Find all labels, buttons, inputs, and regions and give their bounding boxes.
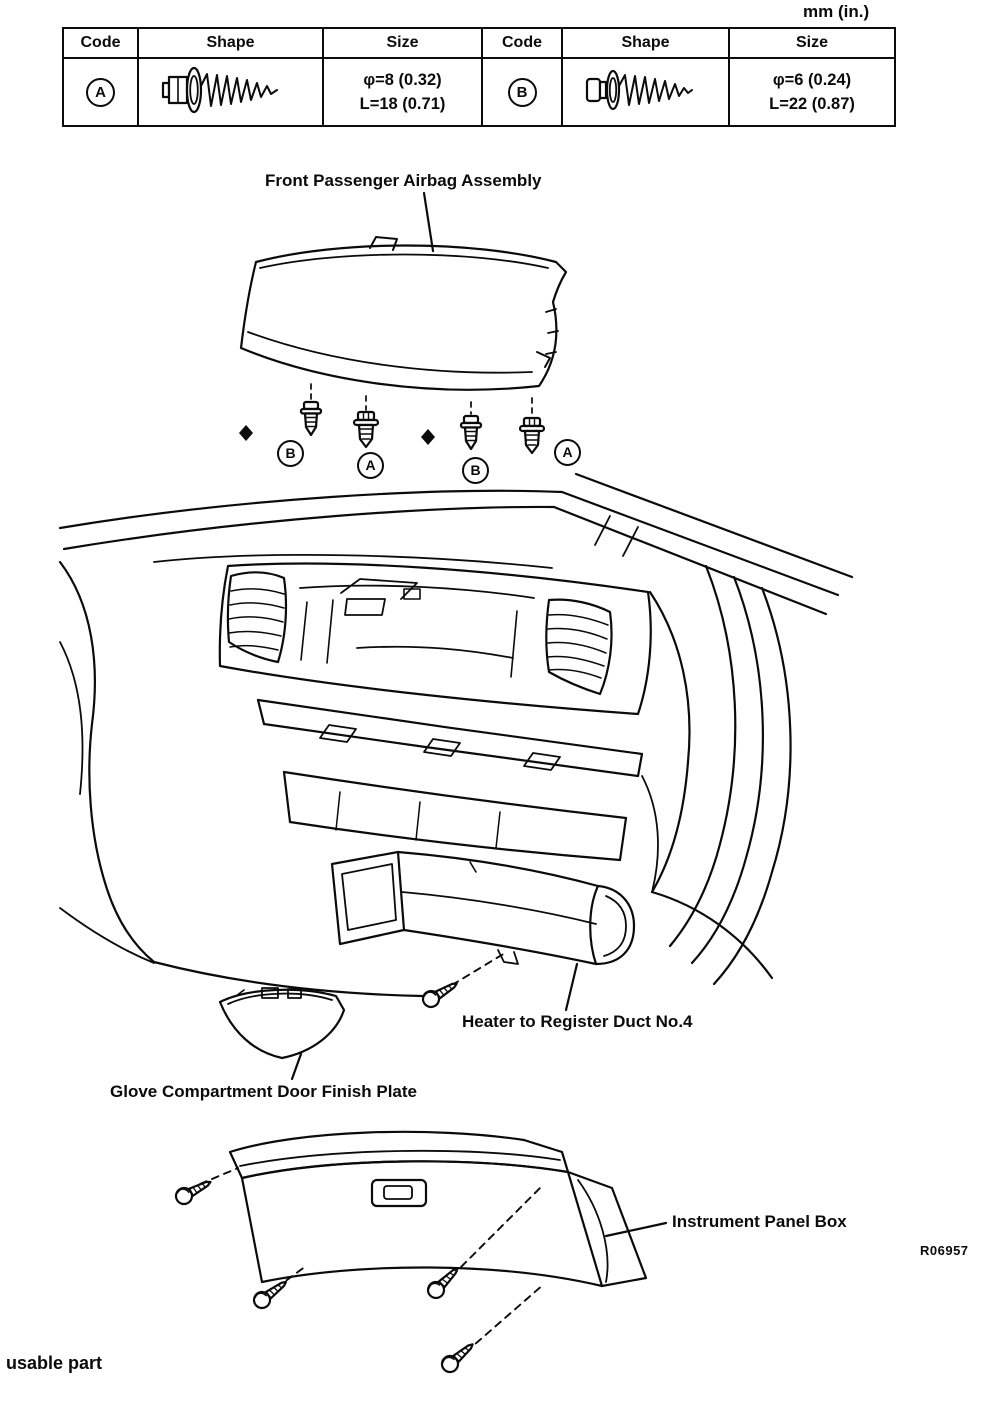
screw-3: [426, 1267, 459, 1300]
airbag-assembly-drawing: [239, 236, 568, 391]
callout-a-2: A: [554, 439, 581, 466]
instrument-panel-box-screws: [174, 1167, 545, 1374]
size-a-line1: φ=8 (0.32): [363, 71, 442, 89]
fastener-table-body-row: A φ=8 (0.32) L=18 (0.71): [62, 57, 896, 127]
size-a-cell: φ=8 (0.32) L=18 (0.71): [322, 57, 483, 127]
callout-b-2: B: [462, 457, 489, 484]
duct-screw: [421, 952, 506, 1009]
size-b-cell: φ=6 (0.24) L=22 (0.87): [728, 57, 896, 127]
bolt-a-1: [352, 410, 380, 449]
code-b-badge: B: [507, 77, 537, 107]
reusable-diamond-1: [239, 425, 253, 441]
code-a-badge: A: [86, 77, 115, 107]
heater-duct-drawing: [330, 850, 636, 966]
header-size-left: Size: [322, 27, 483, 59]
units-label: mm (in.): [803, 2, 870, 21]
callout-a-1: A: [357, 452, 384, 479]
header-size-right: Size: [728, 27, 896, 59]
instrument-panel-box-drawing: [228, 1130, 648, 1288]
label-airbag-assembly: Front Passenger Airbag Assembly: [265, 171, 542, 190]
leader-lines: [290, 191, 668, 1238]
shape-b-cell: [561, 57, 730, 127]
screw-4: [440, 1343, 474, 1374]
fastener-table-header-row: Code Shape Size Code Shape Size: [62, 27, 896, 59]
size-b-line1: φ=6 (0.24): [772, 71, 852, 89]
code-b-cell: B: [481, 57, 563, 127]
label-instrument-panel-box: Instrument Panel Box: [672, 1212, 847, 1231]
dashboard-drawing: [58, 472, 854, 998]
size-a-line2: L=18 (0.71): [359, 95, 446, 113]
callout-b-1: B: [277, 440, 304, 467]
header-shape-left: Shape: [137, 27, 324, 59]
reusable-part-note: usable part: [6, 1353, 103, 1373]
reusable-diamond-2: [421, 429, 435, 445]
bolt-a-2: [518, 416, 546, 455]
glove-finish-plate-drawing: [218, 987, 346, 1060]
bolt-b-1: [299, 400, 323, 437]
drawing-number: R06957: [920, 1243, 969, 1258]
shape-a-cell: [137, 57, 324, 127]
code-a-cell: A: [62, 57, 139, 127]
bolt-b-2: [459, 414, 483, 451]
header-code-left: Code: [62, 27, 139, 59]
label-glove-finish-plate: Glove Compartment Door Finish Plate: [110, 1082, 417, 1101]
airbag-mounting-bolts: [239, 383, 546, 455]
screw-1: [174, 1180, 212, 1206]
header-shape-right: Shape: [561, 27, 730, 59]
fastener-table: Code Shape Size Code Shape Size A: [62, 27, 896, 127]
screw-2: [252, 1280, 288, 1310]
size-b-line2: L=22 (0.87): [769, 95, 855, 113]
label-heater-duct: Heater to Register Duct No.4: [462, 1012, 693, 1031]
washer-head-screw-icon: [585, 69, 693, 110]
header-code-right: Code: [481, 27, 563, 59]
flanged-hex-bolt-icon: [161, 66, 278, 113]
